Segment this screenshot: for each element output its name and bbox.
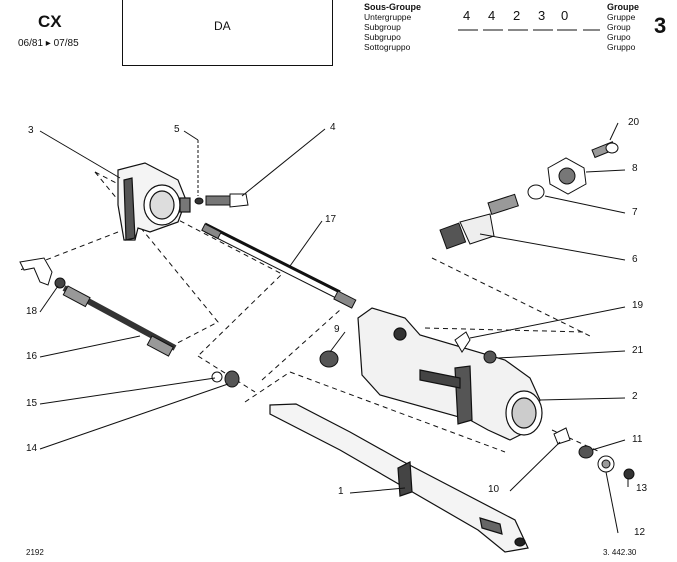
callout-16: 16 [26,351,38,362]
callout-9: 9 [334,324,340,335]
callout-12: 12 [634,527,646,538]
part-6-pinion [439,193,519,250]
part-21-plug [483,350,497,364]
part-8-nut [547,157,587,195]
callout-2: 2 [632,391,638,402]
callout-6: 6 [632,254,638,265]
callout-10: 10 [488,484,500,495]
footer-sheet-number: 2192 [26,548,44,557]
leader-lines [39,122,629,534]
guide-line-14 [197,355,256,393]
guide-line-17 [139,199,283,357]
part-10-clip [553,427,571,445]
guide-line-1 [289,371,506,453]
part-2-housing [357,307,543,441]
callout-19: 19 [632,300,644,311]
subgroup-label-it: Sottogruppo [364,42,411,52]
callout-1: 1 [338,486,344,497]
callout-14: 14 [26,443,38,454]
subgroup-label-en: Subgroup [364,22,401,32]
group-label-it: Gruppo [607,42,636,52]
subgroup-label-de: Untergruppe [364,12,412,22]
footer-reference: 3. 442.30 [603,548,637,557]
header-box-label: DA [214,19,231,33]
part-3-bracket [117,162,191,241]
part-11-spring [578,445,594,459]
code-digit-3: 2 [513,8,521,23]
group-label-es: Grupo [607,32,631,42]
group-label-en: Group [607,22,631,32]
guide-line-1b [244,371,291,403]
callout-8: 8 [632,163,638,174]
subgroup-labels: Sous-Groupe Untergruppe Subgroup Subgrup… [364,2,421,52]
part-20-screw [591,141,619,159]
part-4-bolt [205,193,249,208]
code-digit-1: 4 [463,8,471,23]
callout-11: 11 [632,434,643,445]
group-label-fr: Groupe [607,2,640,12]
guide-line-6 [431,257,591,337]
callout-3: 3 [28,125,34,136]
part-18-ball-head [19,257,66,289]
part-17-shaft [201,222,357,309]
subgroup-label-es: Subgrupo [364,32,401,42]
callout-13: 13 [636,483,648,494]
header-box [122,0,333,66]
part-13-nut [623,468,635,480]
part-5-washer [194,197,204,205]
code-digit-2: 4 [488,8,496,23]
production-years: 06/81 ▸ 07/85 [18,38,79,49]
part-19-clip [454,331,471,353]
part-16-rod [62,285,177,357]
callout-21: 21 [632,345,644,356]
callout-4: 4 [330,122,336,133]
group-number: 3 [654,13,667,38]
part-14-bushing [224,370,240,388]
callout-7: 7 [632,207,638,218]
callout-20: 20 [628,117,640,128]
guide-line-9 [261,309,341,381]
callout-15: 15 [26,398,38,409]
code-digit-5: 0 [561,8,569,23]
group-labels: Groupe Gruppe Group Grupo Gruppo [607,2,639,52]
vehicle-model: CX [38,12,62,31]
callout-5: 5 [174,124,180,135]
part-9-bush [319,350,339,368]
callout-18: 18 [26,306,38,317]
subgroup-label-fr: Sous-Groupe [364,2,422,12]
part-7-washer [527,184,545,200]
callout-17: 17 [325,214,337,225]
part-15-ring [211,371,223,383]
code-digit-4: 3 [538,8,546,23]
part-1-shaft [269,403,529,553]
group-label-de: Gruppe [607,12,636,22]
